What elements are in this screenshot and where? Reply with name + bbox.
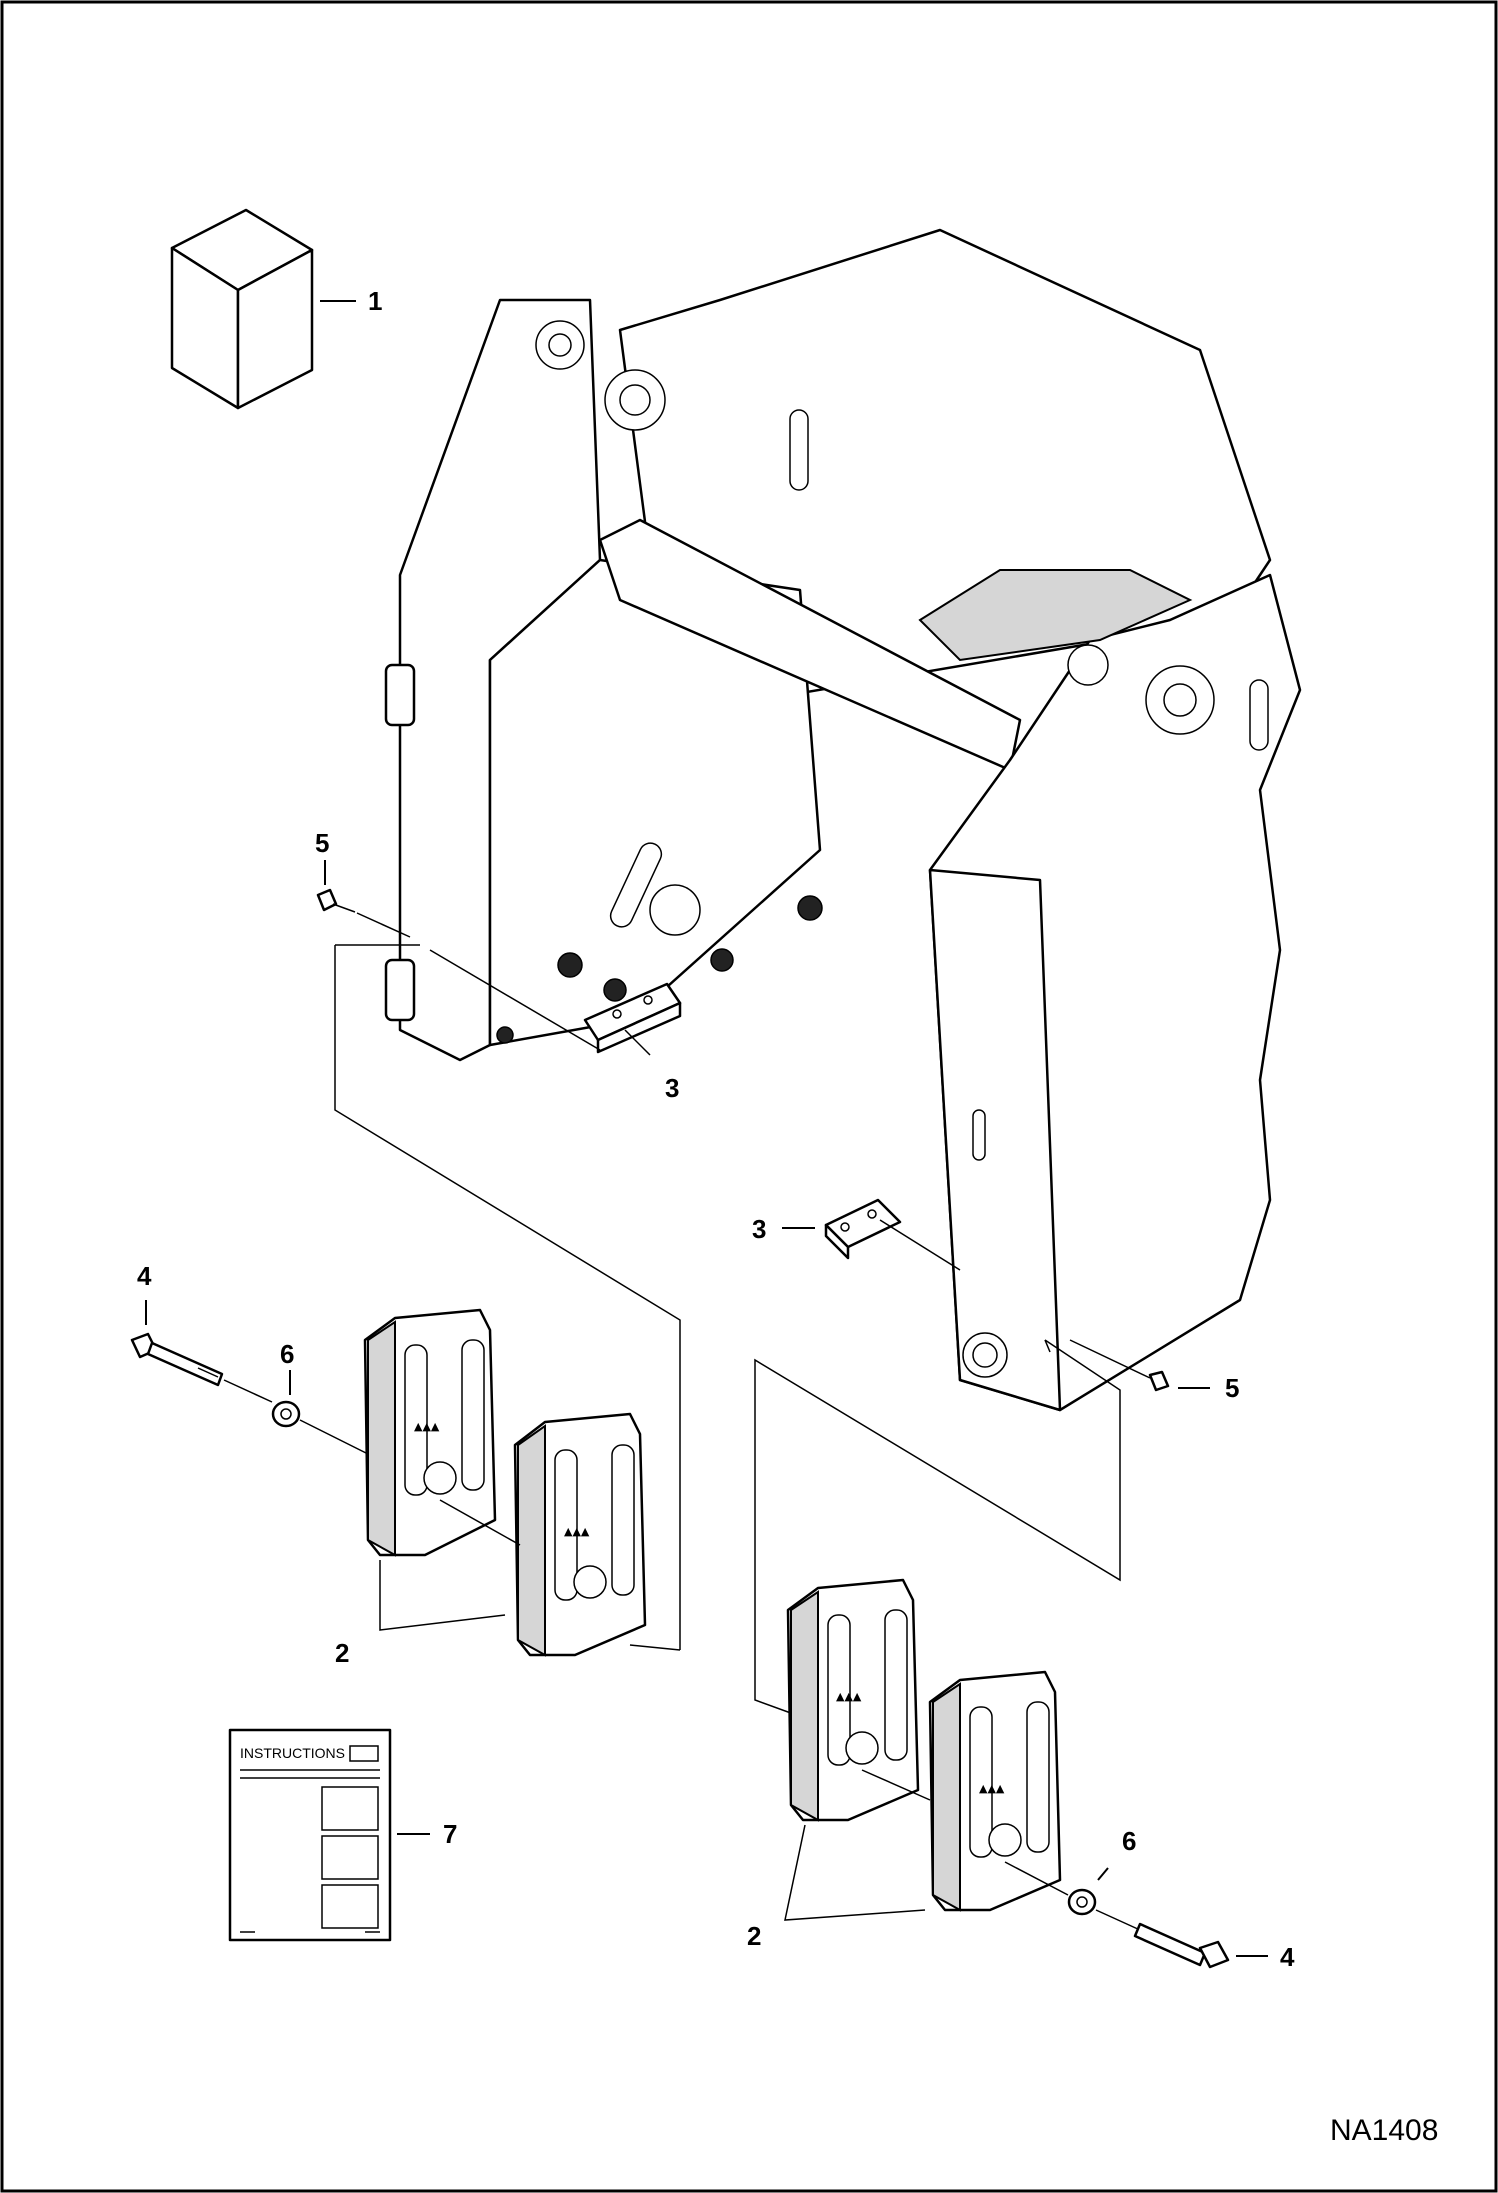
callout-2-right: 2	[747, 1921, 761, 1951]
callout-1: 1	[368, 286, 382, 316]
counterweight-icon: ▲▲▲	[363, 1308, 497, 1557]
callout-3-upper: 3	[665, 1073, 679, 1103]
callout-4-right: 4	[1280, 1942, 1295, 1972]
washer-icon	[1067, 1888, 1097, 1916]
svg-text:▲▲▲: ▲▲▲	[414, 1420, 440, 1433]
mounting-plate-icon	[824, 1198, 902, 1260]
bolt-icon	[1069, 1339, 1170, 1392]
svg-text:▲▲▲: ▲▲▲	[836, 1690, 862, 1703]
instruction-sheet-icon: INSTRUCTIONS	[228, 1728, 392, 1942]
svg-text:▲▲▲: ▲▲▲	[564, 1525, 590, 1538]
counterweight-icon: ▲▲▲	[928, 1670, 1062, 1912]
callout-6-right: 6	[1122, 1826, 1136, 1856]
bolt-icon	[130, 1332, 224, 1387]
svg-text:▲▲▲: ▲▲▲	[979, 1782, 1005, 1795]
callout-5-right: 5	[1225, 1373, 1239, 1403]
callout-7: 7	[443, 1819, 457, 1849]
counterweight-icon: ▲▲▲	[786, 1578, 920, 1822]
instructions-title: INSTRUCTIONS	[240, 1745, 345, 1761]
bolt-icon	[1133, 1922, 1230, 1969]
figure-id-label: NA1408	[1330, 2114, 1438, 2147]
kit-box-icon	[170, 208, 314, 410]
callout-4-left: 4	[137, 1261, 152, 1291]
callout-5-left: 5	[315, 828, 329, 858]
washer-icon	[271, 1400, 301, 1428]
callout-6-left: 6	[280, 1339, 294, 1369]
bolt-icon	[316, 888, 356, 913]
callout-2-left: 2	[335, 1638, 349, 1668]
loader-frame	[384, 228, 1302, 1412]
counterweight-icon: ▲▲▲	[513, 1412, 647, 1657]
callout-3-lower: 3	[752, 1214, 766, 1244]
